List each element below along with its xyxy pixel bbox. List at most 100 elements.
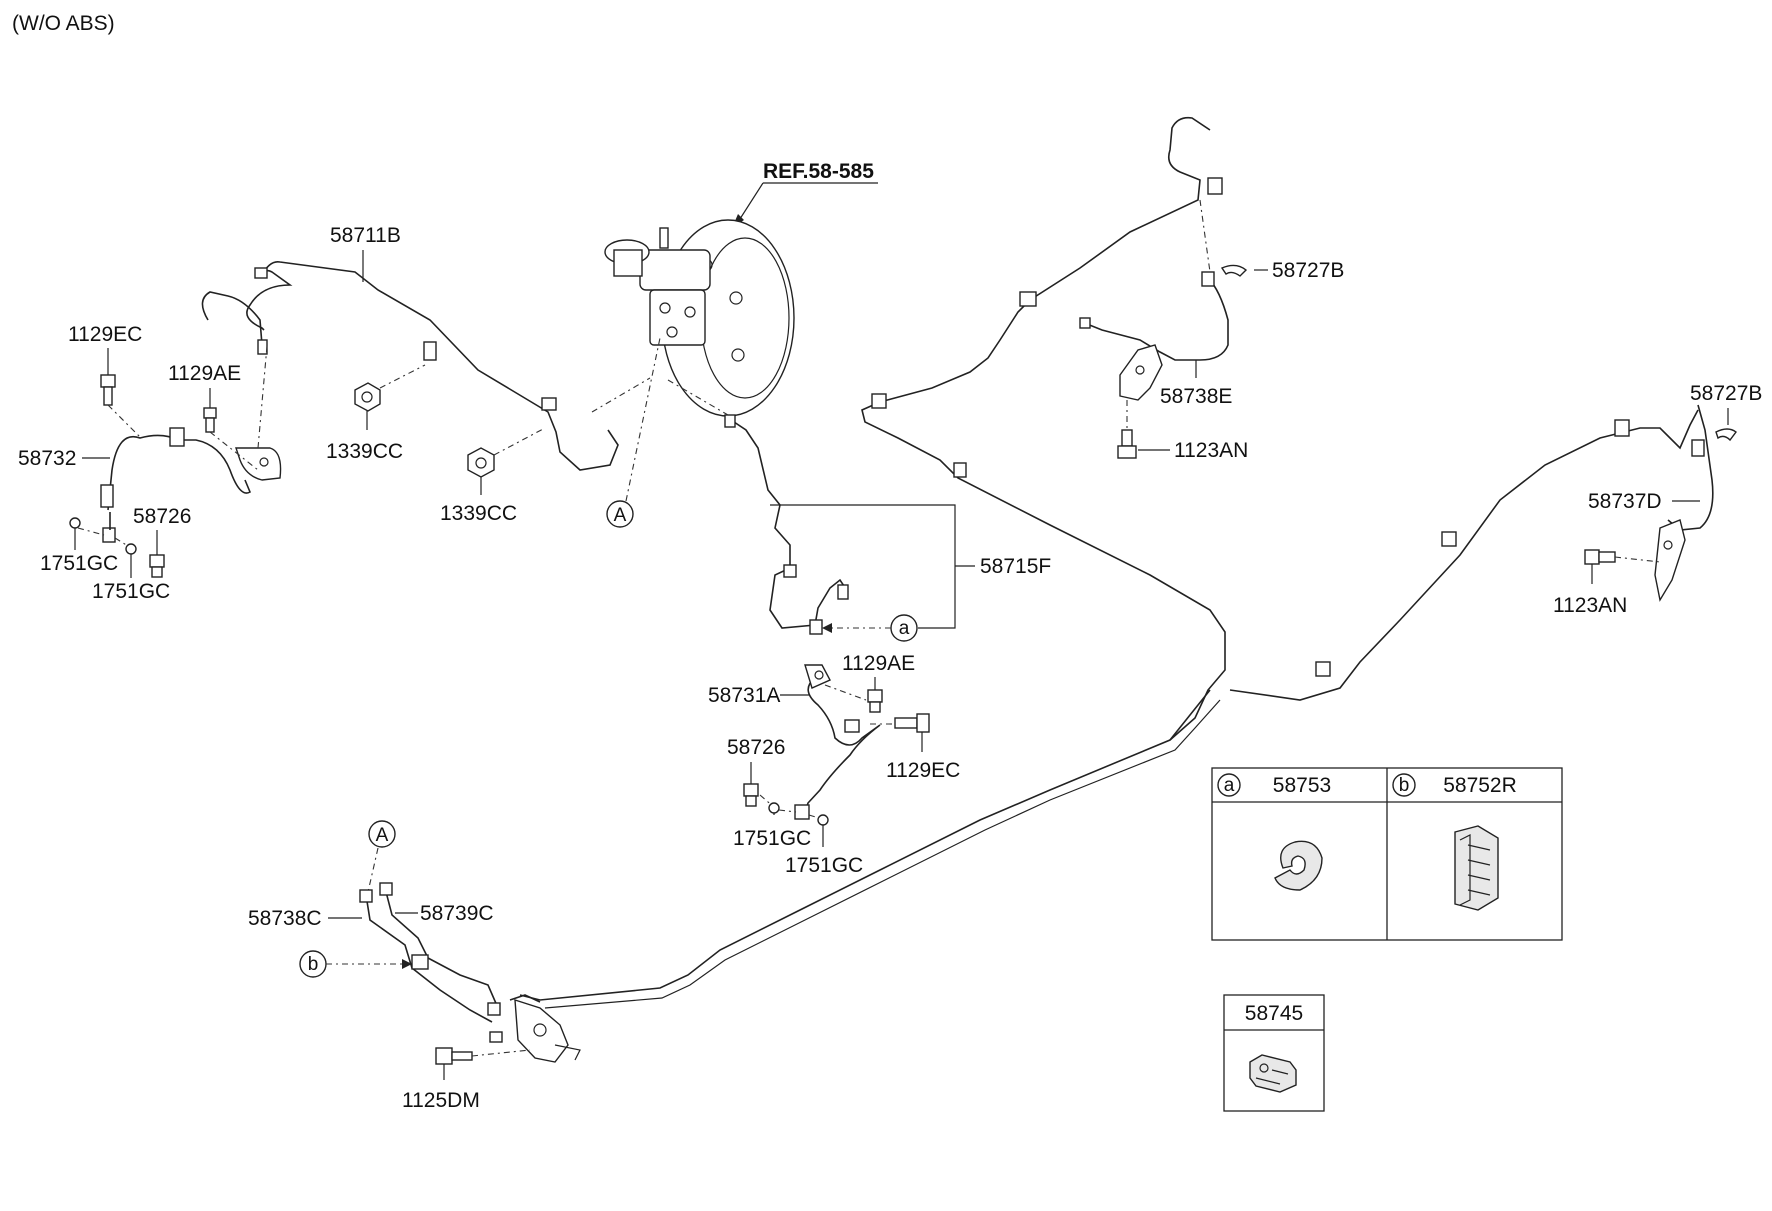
arrow-a-mid (822, 623, 832, 633)
clip (809, 619, 823, 635)
label-1339CC-lower: 1339CC (440, 502, 517, 525)
clip (423, 341, 437, 361)
guide-1339CC-lower (493, 427, 546, 456)
bolt-1129AE-mid (867, 689, 883, 713)
nut-1339CC-lower (467, 447, 495, 478)
fitting (487, 1002, 501, 1016)
line-58715F (727, 417, 849, 629)
hose-58731A (803, 677, 881, 816)
parts-box-part: 58745 (1245, 1002, 1303, 1025)
bolt-1129EC-left (100, 374, 116, 406)
guide-1129AE-left (209, 431, 259, 471)
bracket-58737D (1654, 519, 1686, 602)
hose-58738E (1081, 277, 1229, 361)
clip (1315, 661, 1331, 677)
clip-58727B-top (1220, 264, 1248, 277)
outlet-port (659, 302, 671, 314)
clip (783, 564, 797, 578)
hose-fitting (844, 719, 860, 733)
label-58715F: 58715F (980, 555, 1051, 578)
guide-1123AN-right (1614, 556, 1661, 563)
hose-fitting (1691, 439, 1705, 457)
clip-58752R-drawing (1454, 825, 1499, 911)
label-1751GC-left-a: 1751GC (40, 552, 118, 575)
reservoir-fitting (659, 227, 669, 249)
proportioning-valve (514, 999, 569, 1063)
parts-box-58745: 58745 (1223, 994, 1325, 1112)
leader-58715F-bracket (770, 504, 956, 629)
table-key-a: a (1224, 775, 1235, 796)
hose-fitting (794, 804, 810, 820)
guide-A-upper (625, 337, 661, 502)
label-58732: 58732 (18, 447, 76, 470)
clip-58745-drawing (1249, 1054, 1297, 1093)
label-58727B-right: 58727B (1690, 382, 1762, 405)
guide-1339CC-upper (379, 364, 426, 389)
valve-mount (554, 1044, 581, 1061)
bracket-1129AE-left (235, 447, 282, 481)
clip (541, 397, 557, 411)
hose-fitting (102, 527, 116, 543)
guide-mc-rear (667, 379, 729, 416)
fitting-58739C (379, 882, 393, 896)
guide-1129EC-left (107, 404, 141, 438)
master-cylinder-outlet-block (649, 289, 706, 346)
label-1129AE-mid: 1129AE (842, 652, 915, 675)
rear-brake-line-parallel (544, 699, 1221, 1009)
label-58726-mid: 58726 (727, 736, 785, 759)
callout-A-upper (606, 500, 634, 528)
table-key-a-circle (1217, 773, 1241, 797)
ref-leader (737, 182, 764, 223)
callout-b-lower-text: b (308, 954, 319, 975)
clip-58753-drawing (1274, 840, 1323, 891)
fitting (724, 414, 736, 428)
clip (1441, 531, 1457, 547)
callout-A-lower (368, 820, 396, 848)
label-58727B-top: 58727B (1272, 259, 1344, 282)
label-1129EC-mid: 1129EC (886, 759, 960, 782)
bracket-hole (1663, 540, 1673, 550)
clip (1019, 291, 1037, 307)
valve-port (533, 1023, 547, 1037)
clip (953, 462, 967, 478)
nut-1339CC-upper (354, 382, 381, 412)
table-key-b-circle (1392, 773, 1416, 797)
guide-58727B-top (1199, 199, 1211, 273)
line-58711B-left-loop (201, 291, 263, 346)
guide-1125DM (471, 1049, 531, 1057)
table-part-a: 58753 (1273, 774, 1331, 797)
guide-mc-front (591, 377, 651, 413)
bracket-58738E (1119, 344, 1163, 401)
washer-1751GC-mid-b (817, 814, 829, 826)
fitting-58738C (359, 889, 373, 903)
hose-58732 (107, 434, 252, 511)
label-1751GC-left-b: 1751GC (92, 580, 170, 603)
guide-1129AE-mid (824, 684, 867, 701)
washer-1751GC-mid-a (768, 802, 780, 814)
table-key-b: b (1399, 775, 1410, 796)
reservoir-neck (613, 249, 643, 277)
hose-fitting (100, 484, 114, 508)
guide-washer-a (77, 527, 105, 536)
clip (871, 393, 887, 409)
guide-washer-mid-b (808, 814, 820, 819)
guide-A-lower (367, 847, 379, 893)
bolt-1129AE-left (203, 407, 217, 433)
label-1751GC-mid-a: 1751GC (733, 827, 811, 850)
booster-stud (729, 291, 743, 305)
fitting (489, 1031, 503, 1043)
label-1751GC-mid-b: 1751GC (785, 854, 863, 877)
clip-58727B-right (1715, 428, 1737, 442)
clip-58752R (411, 954, 429, 970)
label-1339CC-upper: 1339CC (326, 440, 403, 463)
parts-box-frame (1223, 994, 1325, 1112)
bracket-hole (814, 670, 824, 680)
clip (1207, 177, 1223, 195)
clip (254, 267, 268, 279)
valve-inlet (509, 994, 541, 1003)
parts-table: a 58753 b 58752R (1211, 767, 1563, 941)
clip (1614, 419, 1630, 437)
label-58737D: 58737D (1588, 490, 1662, 513)
bolt-58726-left (149, 554, 165, 578)
